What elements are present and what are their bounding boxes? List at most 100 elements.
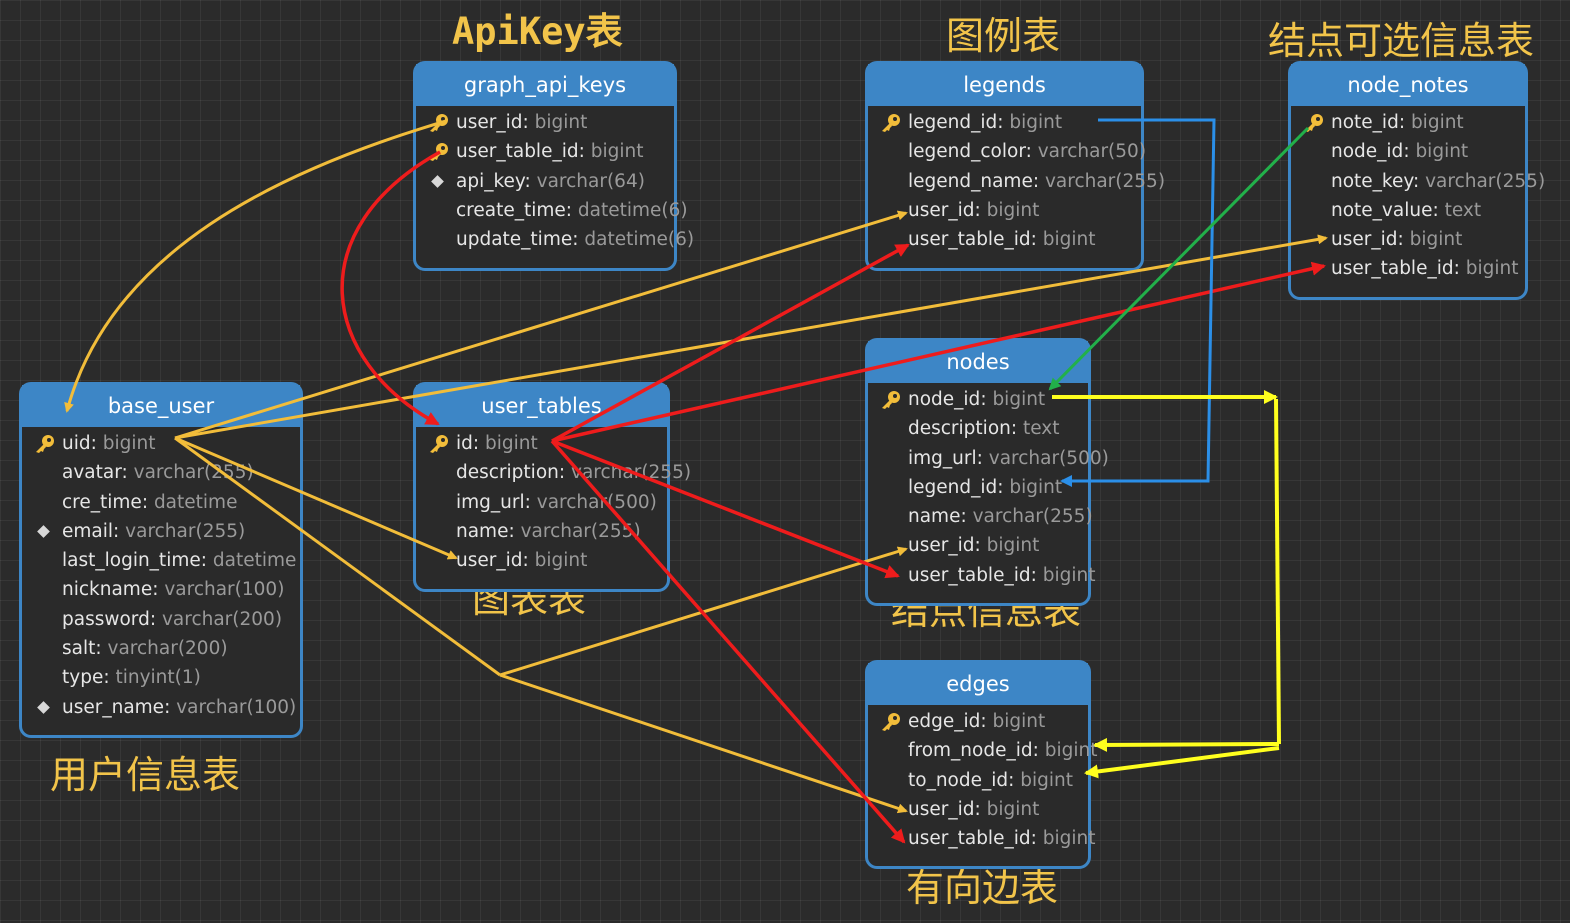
field-row[interactable]: from_node_id: bigint (868, 736, 1097, 765)
table-header[interactable]: graph_api_keys (416, 64, 674, 106)
field-row[interactable]: img_url: varchar(500) (416, 488, 667, 517)
field-separator: : (980, 711, 993, 732)
field-row[interactable]: user_id: bigint (868, 795, 1088, 824)
field-row[interactable]: nickname: varchar(100) (22, 575, 300, 604)
field-row[interactable]: user_id: bigint (416, 546, 667, 575)
field-separator: : (960, 506, 973, 528)
table-header[interactable]: edges (868, 663, 1088, 705)
table-header[interactable]: legends (868, 64, 1141, 106)
field-row[interactable]: legend_id: bigint (868, 108, 1141, 137)
field-row[interactable]: user_id: bigint (416, 108, 674, 137)
field-row[interactable]: name: varchar(255) (868, 502, 1093, 531)
field-row[interactable]: node_id: bigint (1291, 137, 1525, 166)
arrow-junction-to-edges-user (499, 673, 908, 814)
field-row[interactable]: user_id: bigint (1291, 225, 1525, 254)
field-row[interactable]: user_id: bigint (868, 196, 1141, 225)
field-row[interactable]: description: varchar(255) (416, 458, 691, 487)
field-type: varchar(500) (536, 491, 657, 513)
field-row[interactable]: user_table_id: bigint (868, 561, 1095, 590)
field-row[interactable]: api_key: varchar(64) (416, 167, 674, 196)
field-name: api_key (456, 170, 525, 192)
field-row[interactable]: type: tinyint(1) (22, 663, 300, 692)
key-icon (428, 142, 450, 162)
field-row[interactable]: user_table_id: bigint (868, 225, 1141, 254)
field-type: varchar(255) (972, 506, 1093, 528)
field-row[interactable]: legend_color: varchar(50) (868, 137, 1146, 166)
field-row[interactable]: user_table_id: bigint (1291, 254, 1525, 283)
field-name: last_login_time (62, 550, 201, 572)
field-type: varchar(200) (107, 638, 228, 660)
field-row[interactable]: uid: bigint (22, 429, 300, 458)
field-name: img_url (908, 447, 977, 469)
field-row[interactable]: note_value: text (1291, 196, 1525, 225)
field-row[interactable]: note_id: bigint (1291, 108, 1525, 137)
field-name: legend_name (908, 170, 1033, 192)
table-header[interactable]: base_user (22, 385, 300, 427)
diamond-icon (37, 700, 50, 714)
field-row[interactable]: img_url: varchar(500) (868, 444, 1109, 473)
field-row[interactable]: email: varchar(255) (22, 517, 300, 546)
field-row[interactable]: note_key: varchar(255) (1291, 167, 1545, 196)
field-separator: : (558, 462, 571, 484)
field-row[interactable]: node_id: bigint (868, 385, 1088, 414)
field-name: to_node_id (908, 769, 1009, 791)
field-row[interactable]: password: varchar(200) (22, 605, 300, 634)
key-icon (880, 113, 902, 133)
field-type: datetime(6) (584, 229, 695, 251)
field-row[interactable]: user_name: varchar(100) (22, 693, 300, 722)
field-name: node_id (908, 389, 981, 410)
field-separator: : (997, 476, 1010, 498)
field-name: user_id (908, 199, 975, 221)
field-row[interactable]: edge_id: bigint (868, 707, 1088, 736)
field-row[interactable]: id: bigint (416, 429, 667, 458)
field-separator: : (1030, 828, 1043, 850)
field-row[interactable]: user_id: bigint (868, 531, 1088, 560)
arrow-apikey-user-to-base-user (64, 119, 447, 413)
field-row[interactable]: description: text (868, 414, 1088, 443)
field-row[interactable]: legend_name: varchar(255) (868, 167, 1165, 196)
arrow-junction-down (1274, 398, 1281, 745)
field-row[interactable]: to_node_id: bigint (868, 766, 1088, 795)
field-name: legend_id (908, 112, 998, 133)
field-row[interactable]: update_time: datetime(6) (416, 225, 694, 254)
field-row[interactable]: name: varchar(255) (416, 517, 667, 546)
table-header[interactable]: user_tables (416, 385, 667, 427)
field-row[interactable]: create_time: datetime(6) (416, 196, 688, 225)
field-row[interactable]: user_table_id: bigint (416, 137, 674, 166)
arrow-junction-to-to-node (1084, 746, 1280, 779)
field-type: varchar(255) (125, 520, 246, 542)
field-row[interactable]: legend_id: bigint (868, 473, 1088, 502)
field-separator: : (980, 389, 993, 410)
table-header[interactable]: node_notes (1291, 64, 1525, 106)
key-icon (880, 390, 902, 410)
field-name: user_id (908, 535, 975, 557)
field-row[interactable]: cre_time: datetime (22, 488, 300, 517)
field-separator: : (1412, 170, 1426, 192)
field-separator: : (1030, 564, 1043, 586)
field-type: varchar(255) (133, 462, 254, 484)
field-type: bigint (1009, 112, 1063, 133)
field-row[interactable]: last_login_time: datetime (22, 546, 300, 575)
table-header[interactable]: nodes (868, 341, 1088, 383)
field-row[interactable]: user_table_id: bigint (868, 824, 1095, 853)
field-type: varchar(255) (520, 520, 641, 542)
caption-base-user-table: 用户信息表 (50, 753, 241, 797)
field-name: description (908, 418, 1011, 440)
field-name: user_name (62, 696, 165, 718)
field-row[interactable]: avatar: varchar(255) (22, 458, 300, 487)
field-row[interactable]: salt: varchar(200) (22, 634, 300, 663)
field-type: bigint (986, 199, 1040, 221)
field-separator: : (974, 535, 987, 557)
